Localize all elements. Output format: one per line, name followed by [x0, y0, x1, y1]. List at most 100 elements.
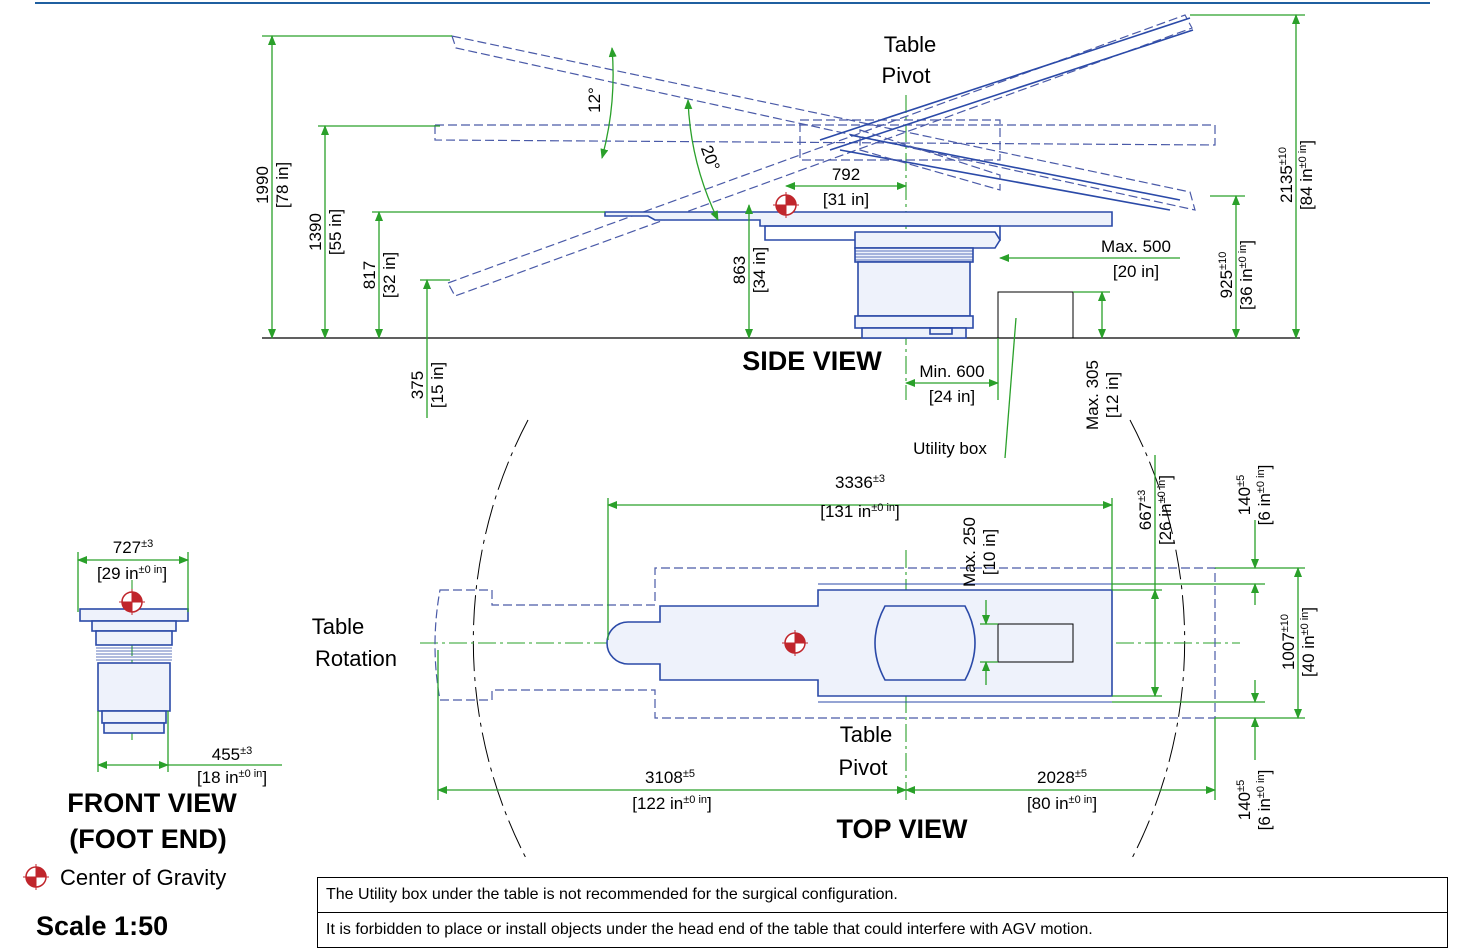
dim-667-in-tol: ±0 in: [1156, 480, 1168, 504]
notes-table: The Utility box under the table is not r…: [317, 877, 1448, 948]
dim-375: 375 [15 in]: [408, 279, 450, 418]
dim-2028-mm: 2028: [1037, 768, 1075, 787]
top-pivot-label-2: Pivot: [839, 755, 888, 780]
dim-727-in: [29 in: [97, 564, 139, 583]
dim-667-mm: 667: [1136, 502, 1155, 530]
dim-1390-mm: 1390: [306, 213, 325, 251]
dim-925-tol: ±10: [1217, 252, 1229, 270]
utility-box-label: Utility box: [913, 439, 987, 458]
dim-1990-mm: 1990: [253, 166, 272, 204]
dim-792-mm: 792: [832, 165, 860, 184]
front-view: 727±3 [29 in±0 in] 455±3 [18 in±0 in] FR…: [67, 538, 282, 854]
svg-text:[26 in±0 in]: [26 in±0 in]: [1156, 475, 1175, 545]
top-column-outline: [874, 605, 976, 681]
dim-375-in: [15 in]: [428, 362, 447, 408]
dim-1990: 1990 [78 in]: [253, 35, 452, 339]
dim-863-mm: 863: [730, 256, 749, 284]
dim-min600-mm: Min. 600: [919, 362, 984, 381]
dim-1007: 1007±10 [40 in±0 in]: [1215, 567, 1318, 719]
dim-817: 817 [32 in]: [360, 211, 605, 339]
dim-2028-tol: ±5: [1075, 768, 1087, 780]
dim-140-bottom: 140±5 [6 in±0 in]: [1112, 680, 1274, 830]
dim-1390-in: [55 in]: [326, 209, 345, 255]
dim-817-in: [32 in]: [380, 252, 399, 298]
svg-text:[18 in±0 in]: [18 in±0 in]: [197, 768, 267, 787]
dim-3336-in: [131 in: [820, 502, 871, 521]
svg-text:667±3: 667±3: [1136, 490, 1155, 531]
svg-text:[80 in±0 in]: [80 in±0 in]: [1027, 794, 1097, 813]
svg-text:[131 in±0 in]: [131 in±0 in]: [820, 502, 900, 521]
dim-792-in: [31 in]: [823, 190, 869, 209]
dim-863: 863 [34 in]: [730, 204, 769, 339]
dim-140a-tol: ±5: [1235, 475, 1247, 487]
dim-3336-mm: 3336: [835, 473, 873, 492]
dim-2135-in-tol: ±0 in: [1297, 145, 1309, 169]
svg-text:3108±5: 3108±5: [645, 768, 695, 787]
svg-text:[40 in±0 in]: [40 in±0 in]: [1299, 607, 1318, 677]
dim-140b-in-close: ]: [1255, 770, 1274, 775]
dim-455-in-tol: ±0 in: [239, 768, 263, 780]
dim-1007-in-tol: ±0 in: [1299, 612, 1311, 636]
top-outline-dashed: [434, 567, 1216, 719]
dim-925-mm: 925: [1217, 270, 1236, 298]
top-view: 3336±3 [131 in±0 in] Max. 250 [10 in] 66…: [312, 419, 1318, 863]
dim-455-in-close: ]: [262, 768, 267, 787]
dim-140-top: 140±5 [6 in±0 in]: [1112, 465, 1274, 605]
svg-text:727±3: 727±3: [113, 538, 154, 557]
dim-863-in: [34 in]: [750, 247, 769, 293]
top-pivot-label-1: Table: [840, 722, 893, 747]
angle-20: 20°: [697, 143, 724, 174]
dim-817-mm: 817: [360, 261, 379, 289]
table-column: [854, 231, 1001, 339]
dim-140b-in: [6 in: [1255, 798, 1274, 830]
utility-box-top: [997, 623, 1074, 663]
dim-1007-in: [40 in: [1299, 635, 1318, 677]
dim-3336-tol: ±3: [873, 473, 885, 485]
svg-text:140±5: 140±5: [1235, 780, 1254, 821]
dim-667: 667±3 [26 in±0 in]: [1112, 455, 1175, 697]
top-view-title: TOP VIEW: [836, 814, 968, 844]
dim-455-mm: 455: [212, 745, 240, 764]
side-view: 1990 [78 in] 1390 [55 in] 817 [32 in] 37…: [253, 14, 1316, 459]
svg-text:455±3: 455±3: [212, 745, 253, 764]
cog-legend-icon: [22, 863, 50, 891]
dim-925: 925±10 [36 in±0 in]: [1210, 195, 1256, 339]
dim-140a-mm: 140: [1235, 487, 1254, 515]
dim-2028-in-close: ]: [1092, 794, 1097, 813]
dim-375-mm: 375: [408, 371, 427, 399]
dim-140a-in-tol: ±0 in: [1255, 469, 1267, 493]
dim-min600-in: [24 in]: [929, 387, 975, 406]
dim-3108-in: [122 in: [632, 794, 683, 813]
svg-text:1007±10: 1007±10: [1279, 614, 1298, 670]
dim-667-in-close: ]: [1156, 475, 1175, 480]
scale-label: Scale 1:50: [36, 911, 168, 941]
note-row-2: It is forbidden to place or install obje…: [318, 912, 1447, 947]
rotation-label-1: Table: [312, 614, 365, 639]
dim-3108-in-tol: ±0 in: [683, 794, 707, 806]
top-tabletop: [606, 589, 1113, 697]
rotation-label-2: Rotation: [315, 646, 397, 671]
dim-3336: 3336±3 [131 in±0 in]: [607, 473, 1113, 640]
front-view-title-2: (FOOT END): [69, 824, 226, 854]
svg-text:[84 in±0 in]: [84 in±0 in]: [1297, 140, 1316, 210]
dim-3108-tol: ±5: [683, 768, 695, 780]
side-pivot-label-2: Pivot: [882, 63, 931, 88]
svg-text:2028±5: 2028±5: [1037, 768, 1087, 787]
dim-max250-in: [10 in]: [980, 529, 999, 575]
dim-792: 792 [31 in]: [785, 165, 907, 209]
dim-455-tol: ±3: [240, 745, 252, 757]
cog-legend-label: Center of Gravity: [60, 865, 226, 890]
dim-727-tol: ±3: [141, 538, 153, 550]
dim-2135-in-close: ]: [1297, 140, 1316, 145]
dim-min-600: Min. 600 [24 in]: [905, 338, 999, 406]
dim-2135: 2135±10 [84 in±0 in]: [1190, 14, 1316, 339]
dim-1007-in-close: ]: [1299, 607, 1318, 612]
dim-1390: 1390 [55 in]: [306, 125, 440, 339]
dim-max500-in: [20 in]: [1113, 262, 1159, 281]
dim-727: 727±3 [29 in±0 in]: [77, 538, 189, 612]
dim-2135-in: [84 in: [1297, 168, 1316, 210]
dim-max500-mm: Max. 500: [1101, 237, 1171, 256]
dim-1007-mm: 1007: [1279, 632, 1298, 670]
svg-text:2135±10: 2135±10: [1277, 147, 1296, 203]
dim-1990-in: [78 in]: [273, 162, 292, 208]
